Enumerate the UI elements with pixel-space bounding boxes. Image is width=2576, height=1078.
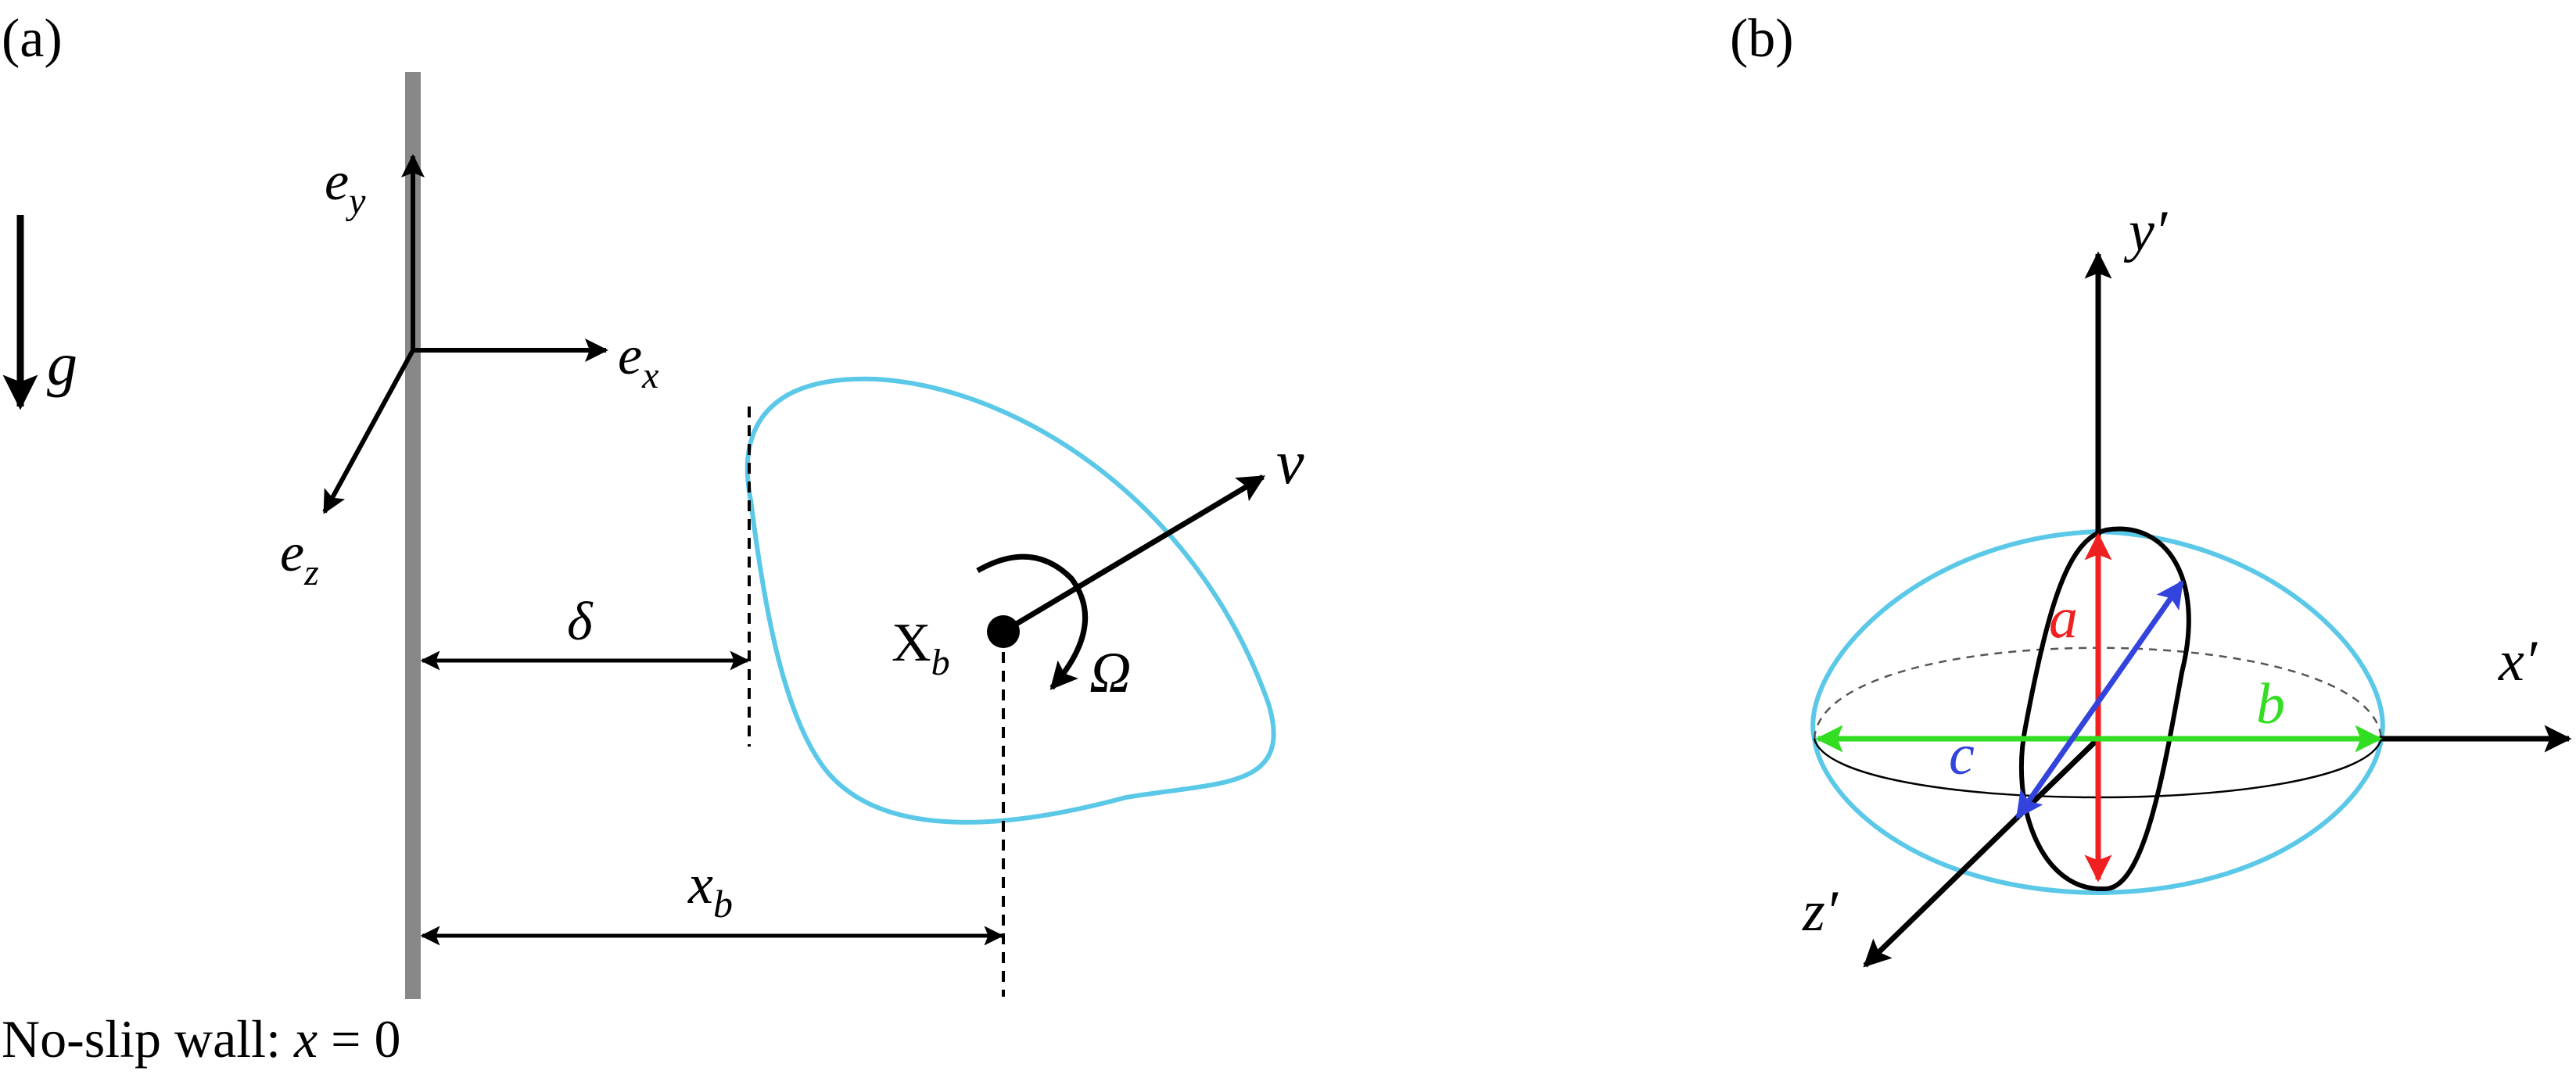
centroid-label: Xb (892, 613, 950, 683)
semi-axis-c-label: c (1949, 723, 1975, 787)
panel-b: (b) y′ x′ z′ a b c (1730, 9, 2572, 968)
z-prime-label: z′ (1802, 879, 1839, 944)
ez-axis-arrow (322, 349, 415, 514)
semi-axis-c-arrow (2015, 580, 2184, 819)
z-prime-axis (1863, 736, 2101, 968)
no-slip-wall (405, 72, 421, 999)
ex-label: ex (618, 326, 658, 396)
ez-label: ez (280, 523, 319, 593)
panel-a: (a) g ey ex ez v Ω Xb δ xb (2, 9, 1304, 1069)
y-prime-label: y′ (2123, 199, 2169, 263)
rotation-label: Ω (1089, 641, 1132, 705)
x-prime-label: x′ (2498, 629, 2538, 693)
velocity-arrow (1002, 474, 1266, 635)
wall-caption: No-slip wall: x = 0 (2, 1009, 401, 1069)
particle-outline (744, 376, 1276, 825)
ey-label: ey (325, 152, 366, 222)
gap-label: δ (567, 592, 594, 652)
rotation-arrow (976, 553, 1089, 690)
panel-b-label: (b) (1730, 9, 1794, 69)
gravity-label: g (47, 330, 77, 398)
distance-label: xb (687, 853, 733, 926)
velocity-label: v (1276, 428, 1304, 497)
semi-axis-b-label: b (2256, 672, 2285, 736)
meridian-ellipse (2018, 526, 2191, 892)
panel-a-label: (a) (2, 9, 63, 69)
semi-axis-a-label: a (2049, 586, 2078, 650)
